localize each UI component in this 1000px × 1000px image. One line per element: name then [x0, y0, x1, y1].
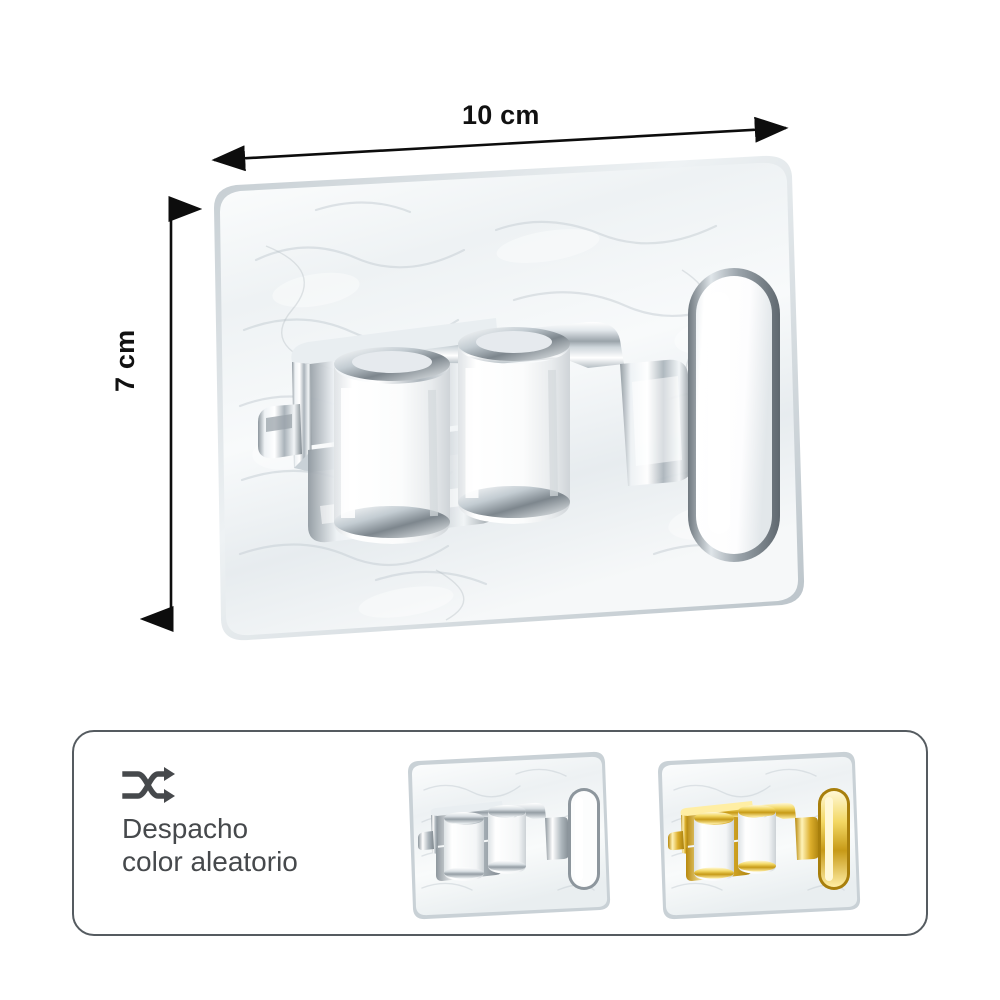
vertical-dimension-arrow: [139, 196, 203, 632]
shuffle-icon: [122, 767, 175, 803]
random-color-info-panel: Despacho color aleatorio: [72, 730, 928, 936]
product-main-image: [196, 150, 820, 650]
variant-thumbnail-silver[interactable]: [396, 748, 654, 924]
latch-arm: [620, 359, 693, 486]
width-dimension-label: 10 cm: [462, 100, 540, 130]
shuffle-note: Despacho color aleatorio: [122, 766, 412, 879]
variant-thumbnail-gold[interactable]: [646, 748, 904, 924]
pill-handle: [688, 268, 780, 562]
random-color-text: Despacho color aleatorio: [122, 813, 298, 877]
height-dimension-label: 7 cm: [110, 329, 140, 392]
roller-back: [458, 327, 570, 524]
roller-front: [334, 347, 450, 544]
